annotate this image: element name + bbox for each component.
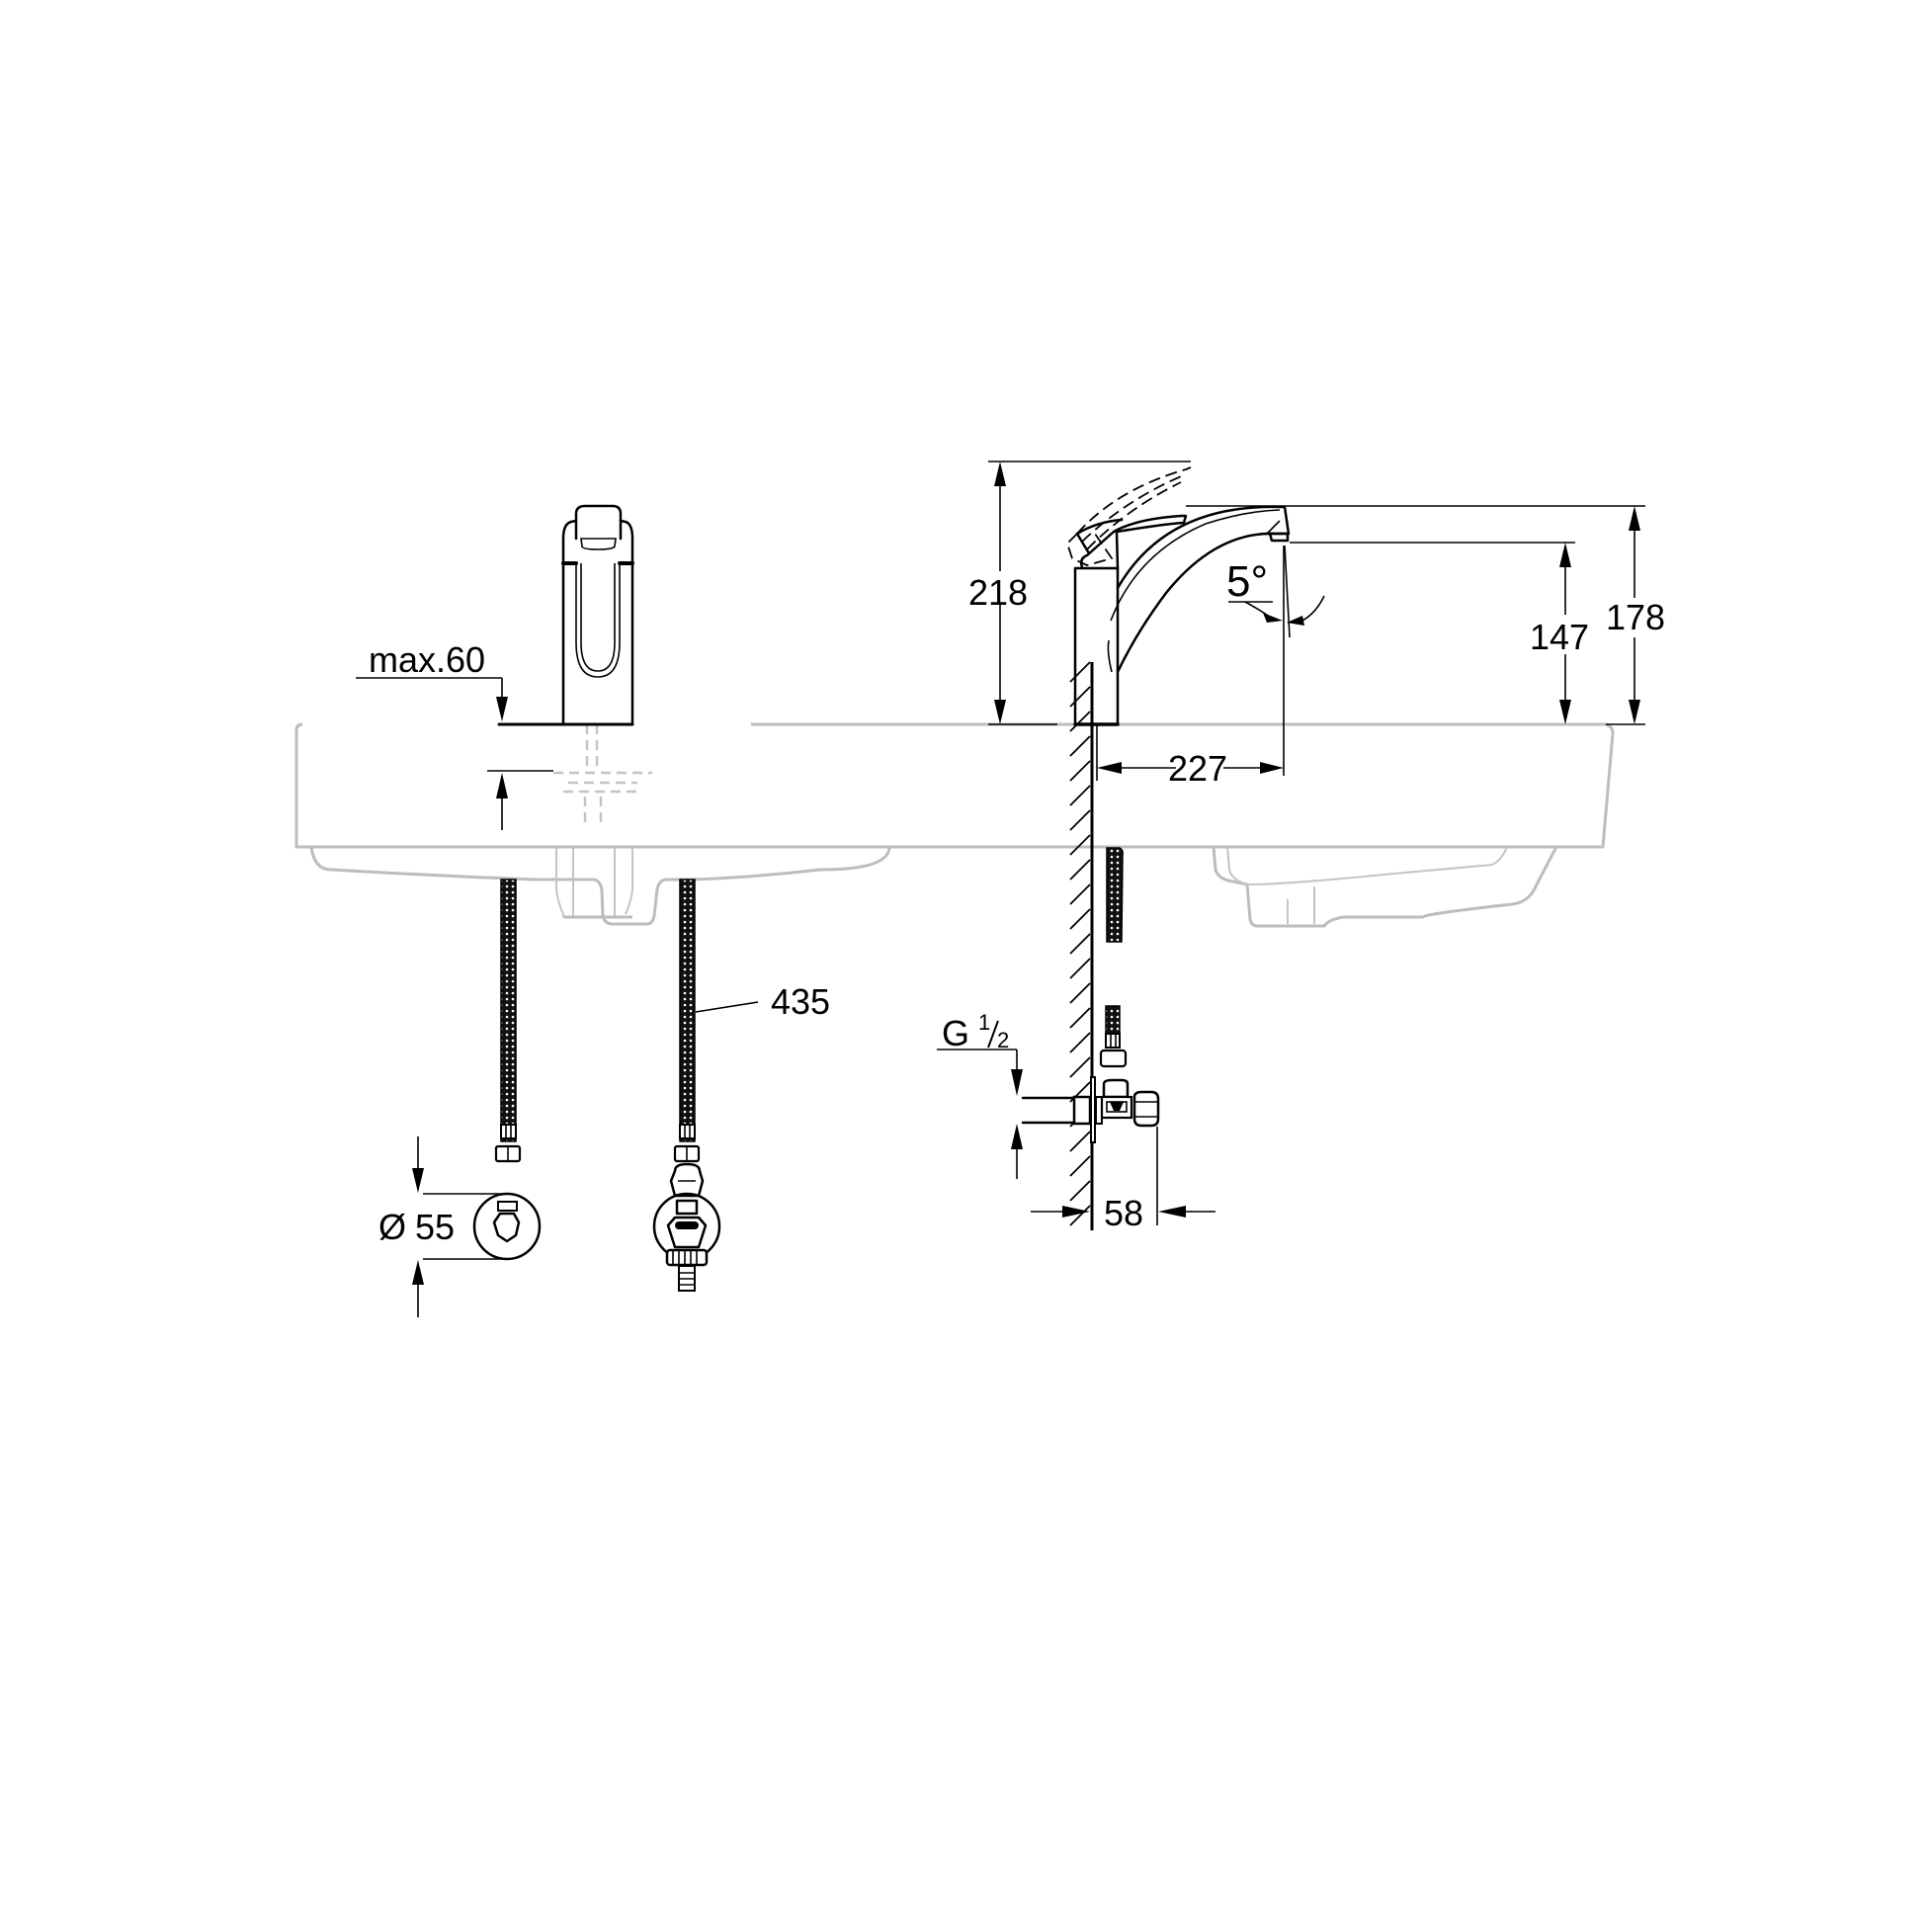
- dimension-thread-g-half: G 1 2: [937, 1010, 1023, 1179]
- label-max-60: max.60: [369, 639, 485, 680]
- escutcheon-left: [472, 1192, 542, 1261]
- label-55: 55: [415, 1207, 455, 1247]
- faucet-front: [497, 504, 634, 726]
- angle-valve-side: [1021, 1076, 1160, 1143]
- faucet-side: [1065, 466, 1291, 726]
- hidden-fixing-assembly: [553, 724, 652, 825]
- label-178: 178: [1606, 597, 1665, 637]
- dimension-outlet-147: 147: [1290, 542, 1589, 724]
- side-hose-lower: [1099, 1005, 1128, 1068]
- dimension-diameter-55: Ø 55: [378, 1136, 507, 1317]
- wall-section: [1069, 661, 1094, 1230]
- label-thread-numerator: 1: [978, 1010, 990, 1035]
- label-58: 58: [1104, 1193, 1143, 1233]
- side-hose-upper: [1106, 847, 1124, 943]
- dimension-angle-5: 5°: [1226, 545, 1325, 776]
- dimension-hose-435: 435: [695, 981, 830, 1022]
- basin-outline-front: [294, 722, 1285, 926]
- label-147: 147: [1530, 617, 1589, 657]
- angle-valve-front: [652, 1162, 721, 1292]
- label-5-degrees: 5°: [1226, 557, 1268, 606]
- front-view: max.60 435: [294, 504, 1285, 1317]
- flexible-hose-left: [494, 879, 522, 1163]
- flexible-hose-right: [673, 879, 701, 1163]
- dimension-reach-227: 227: [1096, 724, 1284, 789]
- label-thread-denominator: 2: [997, 1028, 1009, 1052]
- diameter-symbol: Ø: [378, 1207, 406, 1247]
- label-227: 227: [1168, 748, 1227, 789]
- dimension-projection-58: 58: [1031, 1127, 1215, 1233]
- label-435: 435: [771, 981, 830, 1022]
- label-thread-prefix: G: [942, 1013, 969, 1053]
- dimension-lever-218: 218: [968, 461, 1191, 725]
- label-218: 218: [968, 572, 1028, 613]
- dimension-max-60: max.60: [356, 639, 553, 830]
- dimension-spout-178: 178: [1186, 505, 1665, 725]
- side-view: G 1 2 58: [937, 461, 1665, 1233]
